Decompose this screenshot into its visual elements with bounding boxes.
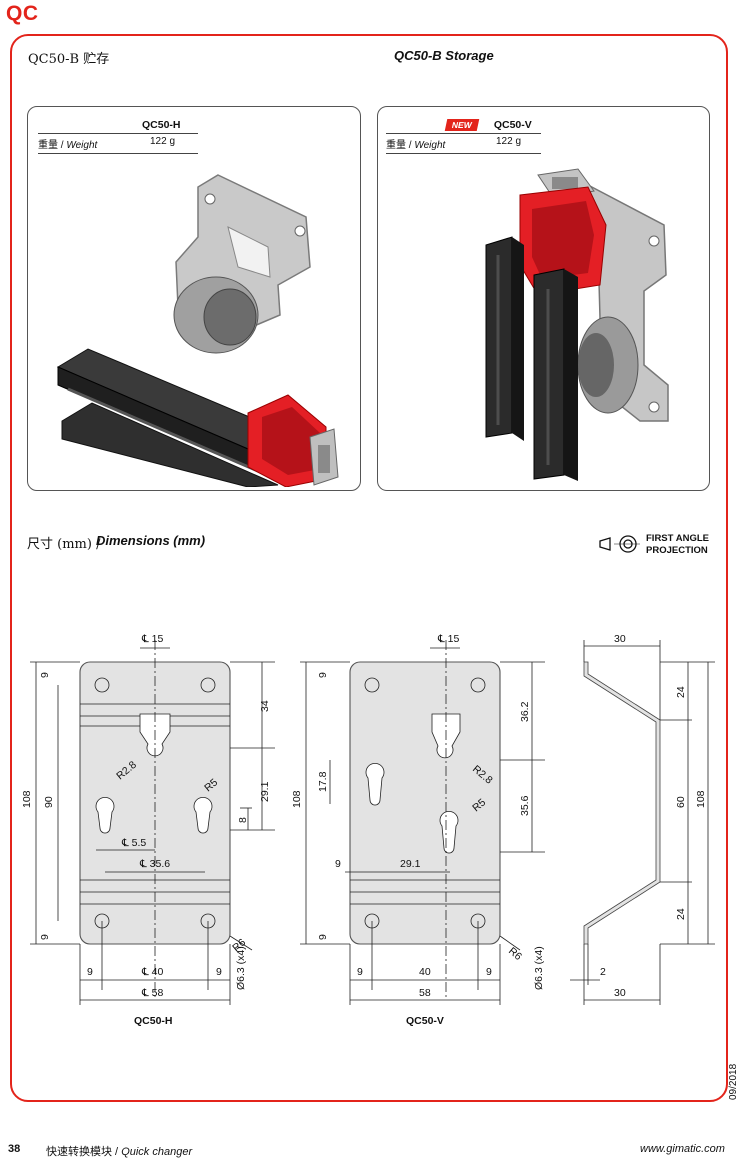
dim-v-40: 40 — [419, 966, 431, 978]
dim-side-30-bot: 30 — [614, 987, 626, 999]
new-badge: NEW — [444, 119, 480, 131]
weight-value: 122 g — [150, 136, 176, 147]
dim-h-cl58: ℄ 58 — [141, 987, 163, 999]
page-title-cn: QC50-B 贮存 — [28, 52, 110, 67]
drawing-caption-h: QC50-H — [134, 1015, 173, 1027]
brand-logo: QC — [6, 2, 39, 25]
product-card-h: QC50-H 重量 / Weight 122 g — [27, 106, 361, 491]
dim-h-90: 90 — [43, 796, 55, 808]
dim-h-phi: Ø6.3 (x4) — [235, 946, 247, 990]
dim-v-top-cl: ℄ 15 — [437, 633, 459, 645]
spec-rule — [386, 133, 541, 134]
dim-h-108: 108 — [21, 790, 33, 808]
dim-side-30-top: 30 — [614, 633, 626, 645]
dim-side-24-bot: 24 — [675, 908, 687, 920]
dim-side-24-top: 24 — [675, 686, 687, 698]
dim-h-9-bot: 9 — [39, 934, 51, 940]
dimensions-title-en: Dimensions (mm) — [96, 533, 206, 548]
projection-line1: FIRST ANGLE — [646, 533, 709, 544]
dim-h-top-cl: ℄ 15 — [141, 633, 163, 645]
dim-v-r6: R6 — [506, 945, 524, 963]
dim-v-9-bot: 9 — [317, 934, 329, 940]
weight-label-cn: 重量 — [38, 140, 58, 151]
spec-rule — [386, 153, 541, 154]
projection-label: FIRST ANGLE PROJECTION — [646, 533, 709, 557]
dim-v-291: 29.1 — [400, 858, 421, 870]
weight-label: 重量 / Weight — [38, 140, 98, 151]
dim-side-108: 108 — [695, 790, 707, 808]
spec-table-v: NEW QC50-V 重量 / Weight 122 g — [386, 119, 541, 154]
dim-v-9-mid: 9 — [335, 858, 341, 870]
spec-rule — [38, 133, 198, 134]
page-title-en: QC50-B Storage — [394, 48, 494, 63]
dim-side-60: 60 — [675, 796, 687, 808]
weight-label: 重量 / Weight — [386, 140, 446, 151]
dim-v-phi: Ø6.3 (x4) — [533, 946, 545, 990]
dim-v-9-top: 9 — [317, 672, 329, 678]
model-name: QC50-V — [493, 119, 532, 131]
dim-v-108: 108 — [291, 790, 303, 808]
dim-h-9-right: 9 — [216, 966, 222, 978]
dim-v-58: 58 — [419, 987, 431, 999]
weight-label-en: Weight — [414, 140, 446, 151]
footer-url[interactable]: www.gimatic.com — [640, 1143, 725, 1155]
dim-side-2: 2 — [600, 966, 606, 978]
dim-h-8: 8 — [237, 817, 249, 823]
dim-v-9-right: 9 — [486, 966, 492, 978]
dim-h-9-left: 9 — [87, 966, 93, 978]
edition-date: 09/2018 — [728, 1063, 739, 1100]
page-number: 38 — [8, 1143, 21, 1155]
weight-label-en: Weight — [66, 140, 98, 151]
model-name: QC50-H — [142, 119, 181, 131]
dim-v-178: 17.8 — [317, 771, 329, 792]
dim-v-362: 36.2 — [519, 701, 531, 722]
dimensions-title-cn: 尺寸 (mm) / — [27, 537, 101, 552]
product-render-v — [485, 168, 669, 481]
weight-value: 122 g — [496, 136, 522, 147]
dim-h-cl356: ℄ 35.6 — [139, 858, 170, 870]
page-frame — [10, 34, 728, 1102]
product-card-v: NEW QC50-V 重量 / Weight 122 g — [377, 106, 710, 491]
dim-v-9-left: 9 — [357, 966, 363, 978]
projection-line2: PROJECTION — [646, 545, 708, 556]
dim-h-291: 29.1 — [259, 781, 271, 802]
dim-h-cl55: ℄ 5.5 — [121, 837, 146, 849]
footer-title-cn: 快速转换模块 / — [46, 1146, 119, 1158]
technical-drawings: ℄ 15 9 108 90 34 R2.8 R5 29.1 8 ℄ 5.5 ℄ … — [21, 633, 715, 1027]
dim-v-356: 35.6 — [519, 795, 531, 816]
footer-title: 快速转换模块 / Quick changer — [46, 1143, 192, 1159]
weight-label-cn: 重量 — [386, 140, 406, 151]
first-angle-projection-icon — [599, 535, 640, 553]
dim-h-34: 34 — [259, 700, 271, 712]
spec-table-h: QC50-H 重量 / Weight 122 g — [38, 119, 198, 154]
product-render-h — [56, 174, 339, 487]
dim-h-cl40: ℄ 40 — [141, 966, 163, 978]
spec-rule — [38, 153, 198, 154]
footer-title-en: Quick changer — [121, 1146, 193, 1158]
drawing-caption-v: QC50-V — [406, 1015, 444, 1027]
dim-h-9-top: 9 — [39, 672, 51, 678]
